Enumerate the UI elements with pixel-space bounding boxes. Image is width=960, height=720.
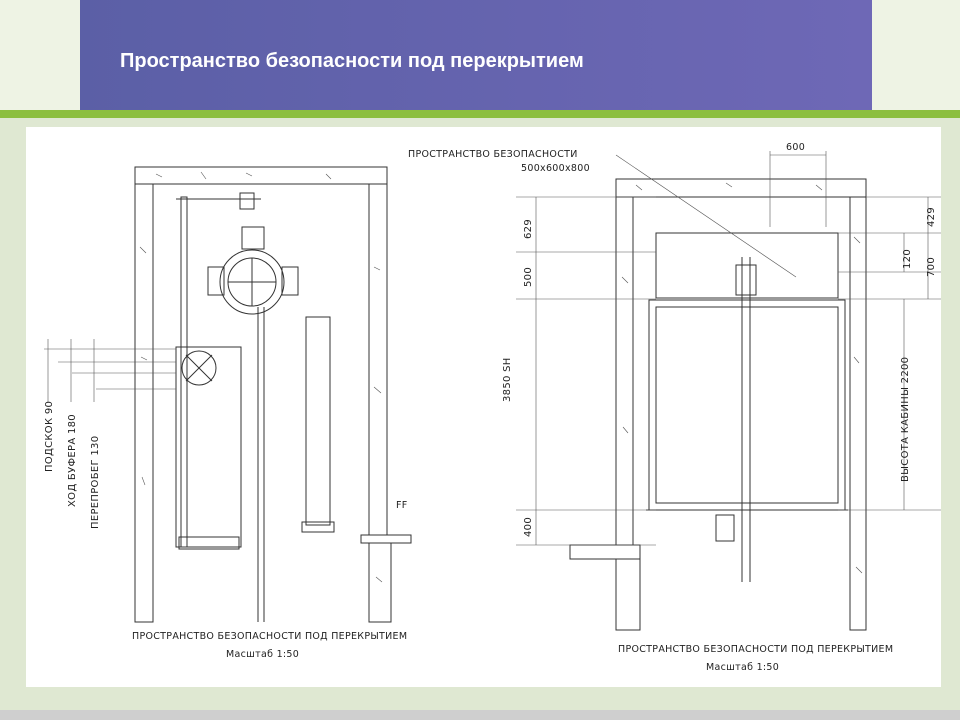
dim-overtravel-label: ПЕРЕПРОБЕГ 130	[90, 436, 101, 529]
pulley-spoke-b	[185, 354, 213, 382]
car-frame	[175, 346, 242, 548]
right-dimension-lines	[516, 151, 941, 546]
right-concrete-hatching	[621, 182, 863, 574]
technical-drawings: ПОДСКОК 90 ХОД БУФЕРА 180 ПЕРЕПРОБЕГ 130…	[44, 142, 941, 673]
concrete-hatching	[139, 171, 383, 583]
dim-jump-label: ПОДСКОК 90	[44, 401, 55, 472]
landing-wall	[368, 542, 392, 623]
bottom-strip	[0, 710, 960, 720]
safety-space-box	[655, 232, 839, 299]
dim-500: 500	[523, 267, 534, 287]
counterweight-buffer	[301, 521, 335, 533]
cabin-height-label: ВЫСОТА КАБИНЫ 2200	[900, 357, 911, 482]
left-caption: ПРОСТРАНСТВО БЕЗОПАСНОСТИ ПОД ПЕРЕКРЫТИЕ…	[132, 631, 407, 642]
motor-block	[241, 226, 265, 250]
cabin-inner	[655, 306, 839, 504]
right-ceiling-slab	[615, 178, 867, 198]
safety-space-label: ПРОСТРАНСТВО БЕЗОПАСНОСТИ	[408, 149, 578, 160]
title-bar: Пространство безопасности под перекрытие…	[80, 0, 872, 110]
slide-title: Пространство безопасности под перекрытие…	[120, 50, 584, 72]
right-caption: ПРОСТРАНСТВО БЕЗОПАСНОСТИ ПОД ПЕРЕКРЫТИЕ…	[618, 644, 893, 655]
right-drawing: ПРОСТРАНСТВО БЕЗОПАСНОСТИ 500x600x800 60…	[408, 142, 941, 673]
buffer-unit	[715, 514, 735, 542]
left-shaft-wall	[134, 183, 154, 623]
dim-629: 629	[523, 219, 534, 239]
left-drawing: ПОДСКОК 90 ХОД БУФЕРА 180 ПЕРЕПРОБЕГ 130…	[44, 166, 412, 660]
counterweight	[305, 316, 331, 526]
cabin	[648, 299, 846, 511]
left-ceiling-slab	[134, 166, 388, 185]
safety-leader-line	[615, 154, 797, 278]
right-scale: Масштаб 1:50	[706, 662, 779, 673]
car-bottom-beam	[178, 536, 240, 550]
dim-buffer-stroke-label: ХОД БУФЕРА 180	[67, 414, 78, 507]
dim-400: 400	[523, 517, 534, 537]
safety-space-size: 500x600x800	[521, 163, 590, 174]
left-dimension-lines	[44, 339, 176, 402]
right-landing-slab	[569, 544, 641, 560]
brake-right	[281, 266, 299, 296]
right-drawing-right-wall	[849, 196, 867, 631]
dim-429: 429	[926, 207, 937, 227]
machine-bracket	[239, 192, 255, 210]
traction-sheave	[219, 249, 285, 315]
dim-3850: 3850 SH	[502, 357, 513, 402]
brake-left	[207, 266, 225, 296]
right-landing-wall	[615, 558, 641, 631]
left-accent-band	[0, 0, 80, 110]
dim-120: 120	[902, 249, 913, 269]
landing-ledge	[360, 534, 412, 544]
machine-unit	[735, 264, 757, 296]
right-accent-band	[872, 0, 960, 110]
dim-600: 600	[786, 142, 805, 153]
guide-rail	[180, 196, 188, 548]
accent-rule	[0, 110, 960, 118]
drawing-canvas: ПОДСКОК 90 ХОД БУФЕРА 180 ПЕРЕПРОБЕГ 130…	[26, 127, 941, 687]
dim-700: 700	[926, 257, 937, 277]
left-scale: Масштаб 1:50	[226, 649, 299, 660]
partial-label: FF	[396, 500, 408, 511]
car-pulley	[181, 350, 217, 386]
